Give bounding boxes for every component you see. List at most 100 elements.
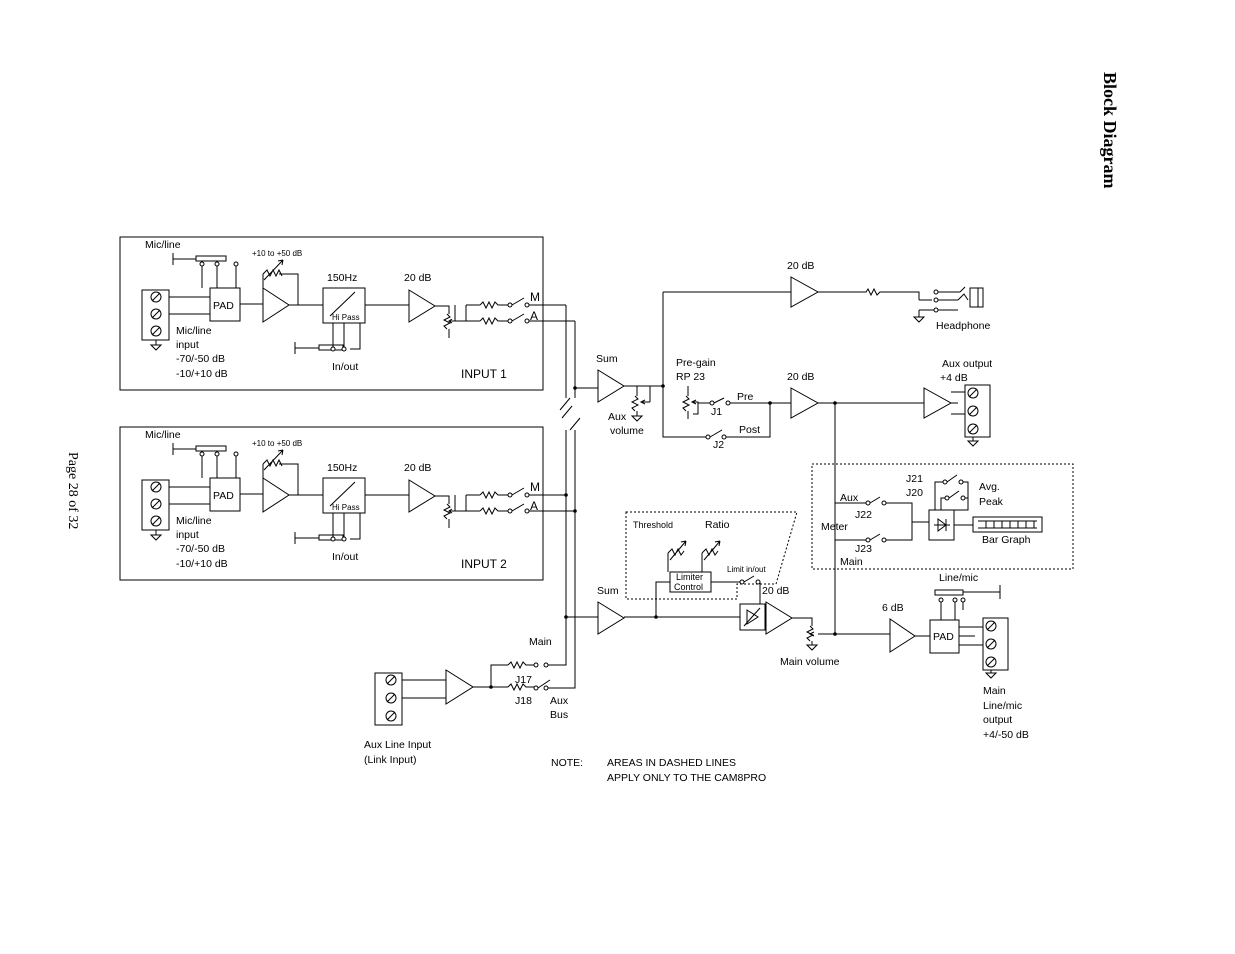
link-aux-label-1: Aux <box>550 695 569 707</box>
input-channel-1: Mic/line PAD +10 to +50 dB 150Hz Hi Pass… <box>119 236 575 391</box>
pre-label: Pre <box>737 391 754 403</box>
channel-frame <box>119 426 544 581</box>
peak-label: Peak <box>979 496 1004 508</box>
limiter-control-label-2: Control <box>674 582 703 592</box>
amp-20db-icon <box>408 289 436 323</box>
main-volume-label: Main volume <box>780 656 840 668</box>
gain-pot-icon <box>262 449 299 495</box>
headphone-gain-label: 20 dB <box>787 260 814 272</box>
note-line-2: APPLY ONLY TO THE CAM8PRO <box>607 772 766 784</box>
main-volume-pot-icon <box>808 631 835 637</box>
inout-label: In/out <box>332 551 358 563</box>
main-sum-label: Sum <box>597 585 619 597</box>
inout-label: In/out <box>332 361 358 373</box>
aux-sum-label: Sum <box>596 353 618 365</box>
hpf-switch-icon <box>294 532 344 544</box>
vca-icon <box>743 607 761 627</box>
channel-frame <box>119 236 544 391</box>
page-title: Block Diagram <box>1100 72 1120 189</box>
j2-label: J2 <box>713 439 724 451</box>
input-range-1: -70/-50 dB <box>176 543 225 555</box>
input-range-1: -70/-50 dB <box>176 353 225 365</box>
input-label: Mic/line <box>176 515 212 527</box>
main-output-label-3: output <box>983 714 1012 726</box>
j1-label: J1 <box>711 406 722 418</box>
note-line-1: AREAS IN DASHED LINES <box>607 757 736 769</box>
pad-block <box>209 477 241 512</box>
ground-icon <box>149 340 163 351</box>
limiter-section: Threshold Ratio Limiter Control Limit in… <box>625 511 798 619</box>
pregain-label-1: Pre-gain <box>676 357 716 369</box>
channel-label: INPUT 1 <box>461 367 507 381</box>
page-number: Page 28 of 32 <box>65 452 80 529</box>
micline-switch-icon <box>172 253 227 288</box>
threshold-label: Threshold <box>633 520 673 530</box>
level-pot-icon <box>448 318 455 324</box>
ground-icon <box>912 299 932 323</box>
ground-icon <box>149 530 163 541</box>
gain-amp-icon <box>262 287 290 323</box>
link-input-connector-icon <box>374 672 403 726</box>
headphone-section: 20 dB Headphone <box>662 260 990 388</box>
post-label: Post <box>739 424 760 436</box>
gain-range-label: +10 to +50 dB <box>252 439 302 448</box>
gain-pot-icon <box>262 259 299 305</box>
aux-volume-label-1: Aux <box>608 411 627 423</box>
hpf-block <box>322 287 366 324</box>
diode-icon <box>934 518 950 532</box>
pad-label: PAD <box>213 490 234 502</box>
link-aux-label-2: Bus <box>550 709 568 721</box>
hpf-freq-label: 150Hz <box>327 272 357 284</box>
hpf-freq-label: 150Hz <box>327 462 357 474</box>
link-main-label: Main <box>529 636 552 648</box>
aux-section: Sum Aux volume Pre-gain RP 23 J1 Pre J2 … <box>596 353 992 451</box>
bus-a-label: A <box>530 309 538 323</box>
pad-label: PAD <box>213 300 234 312</box>
main-output-label-4: +4/-50 dB <box>983 729 1029 741</box>
hpf-block <box>322 477 366 514</box>
aux-amp-icon <box>790 387 820 419</box>
bus-break-icon <box>559 397 581 431</box>
note-label: NOTE: <box>551 757 583 769</box>
aux-output-label-2: +4 dB <box>940 372 968 384</box>
aux-out-amp-icon <box>923 387 953 419</box>
j17-label: J17 <box>515 674 532 686</box>
input-range-2: -10/+10 dB <box>176 368 228 380</box>
line-mic-switch-icon <box>934 585 1001 599</box>
meter-section: Aux J22 Meter J23 Main J21 J20 Avg. Peak… <box>811 403 1074 635</box>
headphone-amp-icon <box>790 276 820 308</box>
limiter-control-label-1: Limiter <box>676 572 703 582</box>
aux-output-connector-icon <box>964 384 991 438</box>
pregain-pot-icon <box>662 386 706 438</box>
headphone-jack-icon <box>919 286 984 311</box>
bus-m-label: M <box>530 480 540 494</box>
micline-switch-icon <box>172 443 227 478</box>
micline-label: Mic/line <box>145 429 181 441</box>
aux-sum-amp-icon <box>597 369 625 403</box>
hpf-text: Hi Pass <box>332 313 360 322</box>
main-output-label-1: Main <box>983 685 1006 697</box>
level-pot-icon <box>448 508 455 514</box>
main-section: Sum 20 dB Main volume 6 dB PAD Line/mic … <box>597 572 1029 741</box>
j21-label: J21 <box>906 473 923 485</box>
j22-label: J22 <box>855 509 872 521</box>
bar-graph-label: Bar Graph <box>982 534 1031 546</box>
input-label: Mic/line <box>176 325 212 337</box>
pregain-label-2: RP 23 <box>676 371 705 383</box>
link-input-label-1: Aux Line Input <box>364 739 431 751</box>
threshold-pot-icon <box>667 540 687 572</box>
bus-a-label: A <box>530 499 538 513</box>
bar-graph-icon <box>972 516 1043 533</box>
aux-volume-label-2: volume <box>610 425 644 437</box>
bus-m-label: M <box>530 290 540 304</box>
meter-aux-label: Aux <box>840 492 859 504</box>
link-input-section: Main J17 J18 Aux Bus Aux Line Input (Lin… <box>364 636 569 766</box>
aux-output-label-1: Aux output <box>942 358 992 370</box>
gain-range-label: +10 to +50 dB <box>252 249 302 258</box>
amp-20db-label: 20 dB <box>404 462 431 474</box>
limit-inout-label: Limit in/out <box>727 565 766 574</box>
aux-gain-label: 20 dB <box>787 371 814 383</box>
headphone-label: Headphone <box>936 320 990 332</box>
gain-amp-icon <box>262 477 290 513</box>
